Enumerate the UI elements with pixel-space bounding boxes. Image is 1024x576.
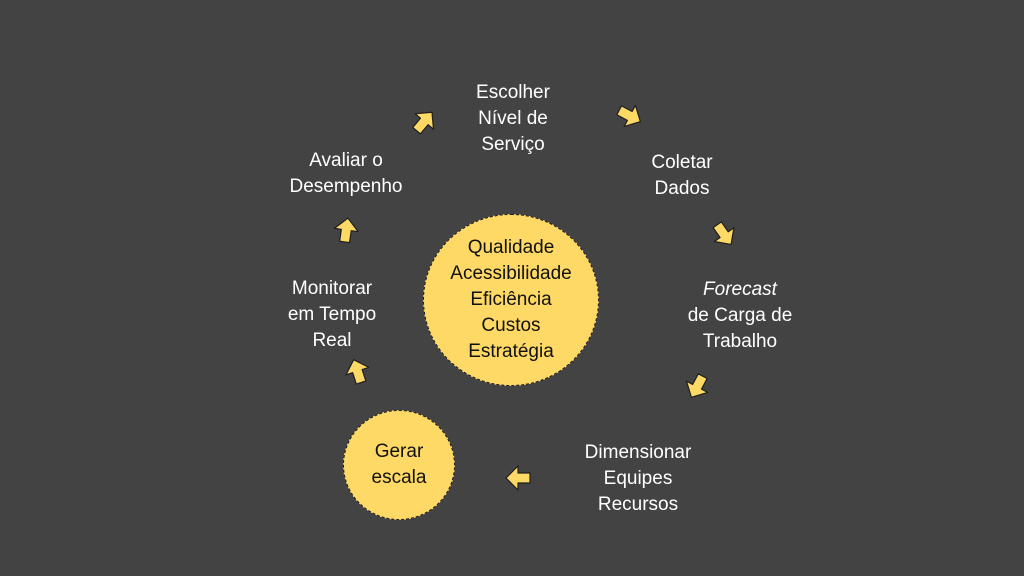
goal-accessibility: Acessibilidade — [450, 263, 572, 284]
service-level-line-2: Nível de — [478, 108, 548, 129]
arrow-to-collect-data-icon — [612, 99, 647, 133]
evaluate-line-1: Avaliar o — [309, 150, 383, 171]
collect-data-line-2: Dados — [654, 178, 710, 199]
evaluate-step: Avaliar o Desempenho — [276, 148, 416, 200]
arrow-to-forecast-icon — [706, 217, 742, 252]
monitor-line-1: Monitorar — [291, 278, 373, 299]
center-goals-circle: Qualidade Acessibilidade Eficiência Cust… — [423, 214, 599, 386]
forecast-line-3: Trabalho — [702, 331, 778, 352]
goal-strategy: Estratégia — [468, 341, 554, 362]
forecast-step: Forecast de Carga de Trabalho — [670, 277, 810, 355]
schedule-line-1: Gerar — [374, 441, 424, 462]
schedule-line-2: escala — [371, 467, 427, 488]
arrow-to-evaluate-icon — [332, 215, 361, 245]
monitor-step: Monitorar em Tempo Real — [272, 276, 392, 354]
monitor-line-3: Real — [312, 330, 352, 351]
service-level-line-3: Serviço — [481, 134, 545, 155]
arrow-to-monitor-icon — [341, 355, 374, 387]
dimension-line-1: Dimensionar — [584, 442, 692, 463]
dimension-step: Dimensionar Equipes Recursos — [572, 440, 704, 518]
goal-efficiency: Eficiência — [470, 289, 552, 310]
collect-data-line-1: Coletar — [651, 152, 713, 173]
arrow-to-service-level-icon — [406, 103, 442, 139]
dimension-line-2: Equipes — [603, 468, 673, 489]
goal-quality: Qualidade — [467, 237, 555, 258]
schedule-step-circle: Gerar escala — [343, 410, 455, 520]
service-level-line-1: Escolher — [476, 82, 550, 103]
dimension-line-3: Recursos — [597, 494, 679, 515]
service-level-step: Escolher Nível de Serviço — [453, 80, 573, 158]
arrow-to-schedule-icon — [505, 465, 531, 491]
arrow-to-dimension-icon — [680, 369, 714, 404]
monitor-line-2: em Tempo — [287, 304, 377, 325]
goal-costs: Custos — [481, 315, 541, 336]
forecast-emphasis: Forecast — [703, 279, 777, 300]
collect-data-step: Coletar Dados — [632, 150, 732, 202]
evaluate-line-2: Desempenho — [289, 176, 403, 197]
forecast-line-2: de Carga de — [687, 305, 793, 326]
